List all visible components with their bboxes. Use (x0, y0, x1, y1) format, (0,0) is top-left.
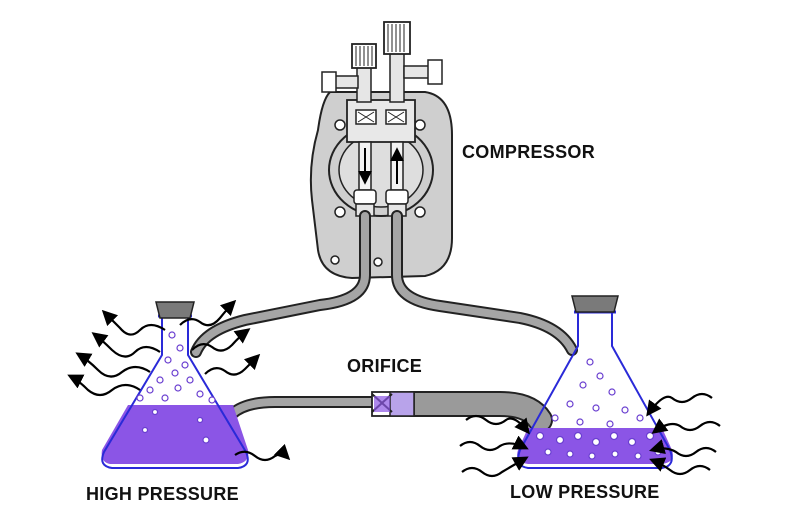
heat-out-arrow-icon (204, 353, 261, 376)
orifice (371, 391, 415, 417)
heat-in-arrow-icon (461, 456, 529, 478)
gas-bubbles (136, 331, 216, 444)
heat-out-arrow-icon (234, 443, 291, 462)
heat-out-arrow-icon (75, 352, 151, 378)
gas-bubbles (535, 358, 662, 460)
heat-in-arrow-icon (646, 392, 713, 417)
heat-in-arrow-icon (651, 418, 721, 434)
heat-in-arrow-icon (649, 457, 711, 476)
heat-out-arrow-icon (191, 328, 251, 352)
heat-in-arrows (459, 392, 721, 478)
low-pressure-flask (459, 295, 721, 478)
heat-out-arrow-icon (179, 299, 237, 327)
high-pressure-flask (67, 299, 291, 469)
compressor-label: COMPRESSOR (462, 142, 596, 162)
heat-out-arrow-icon (67, 374, 141, 397)
high-pressure-label: HIGH PRESSURE (86, 484, 239, 504)
high-pressure-liquid (101, 405, 249, 464)
heat-out-arrow-icon (101, 309, 166, 336)
heat-in-arrow-icon (465, 414, 530, 435)
low-pressure-label: LOW PRESSURE (510, 482, 660, 502)
orifice-label: ORIFICE (347, 356, 423, 376)
heat-in-arrow-icon (649, 439, 717, 458)
compressor (309, 21, 453, 280)
high-pressure-stopper (155, 301, 195, 319)
low-pressure-liquid (517, 428, 673, 464)
heat-out-arrows (67, 299, 291, 462)
low-pressure-stopper (571, 295, 619, 313)
heat-in-arrow-icon (459, 435, 529, 452)
heat-out-arrow-icon (91, 332, 161, 358)
